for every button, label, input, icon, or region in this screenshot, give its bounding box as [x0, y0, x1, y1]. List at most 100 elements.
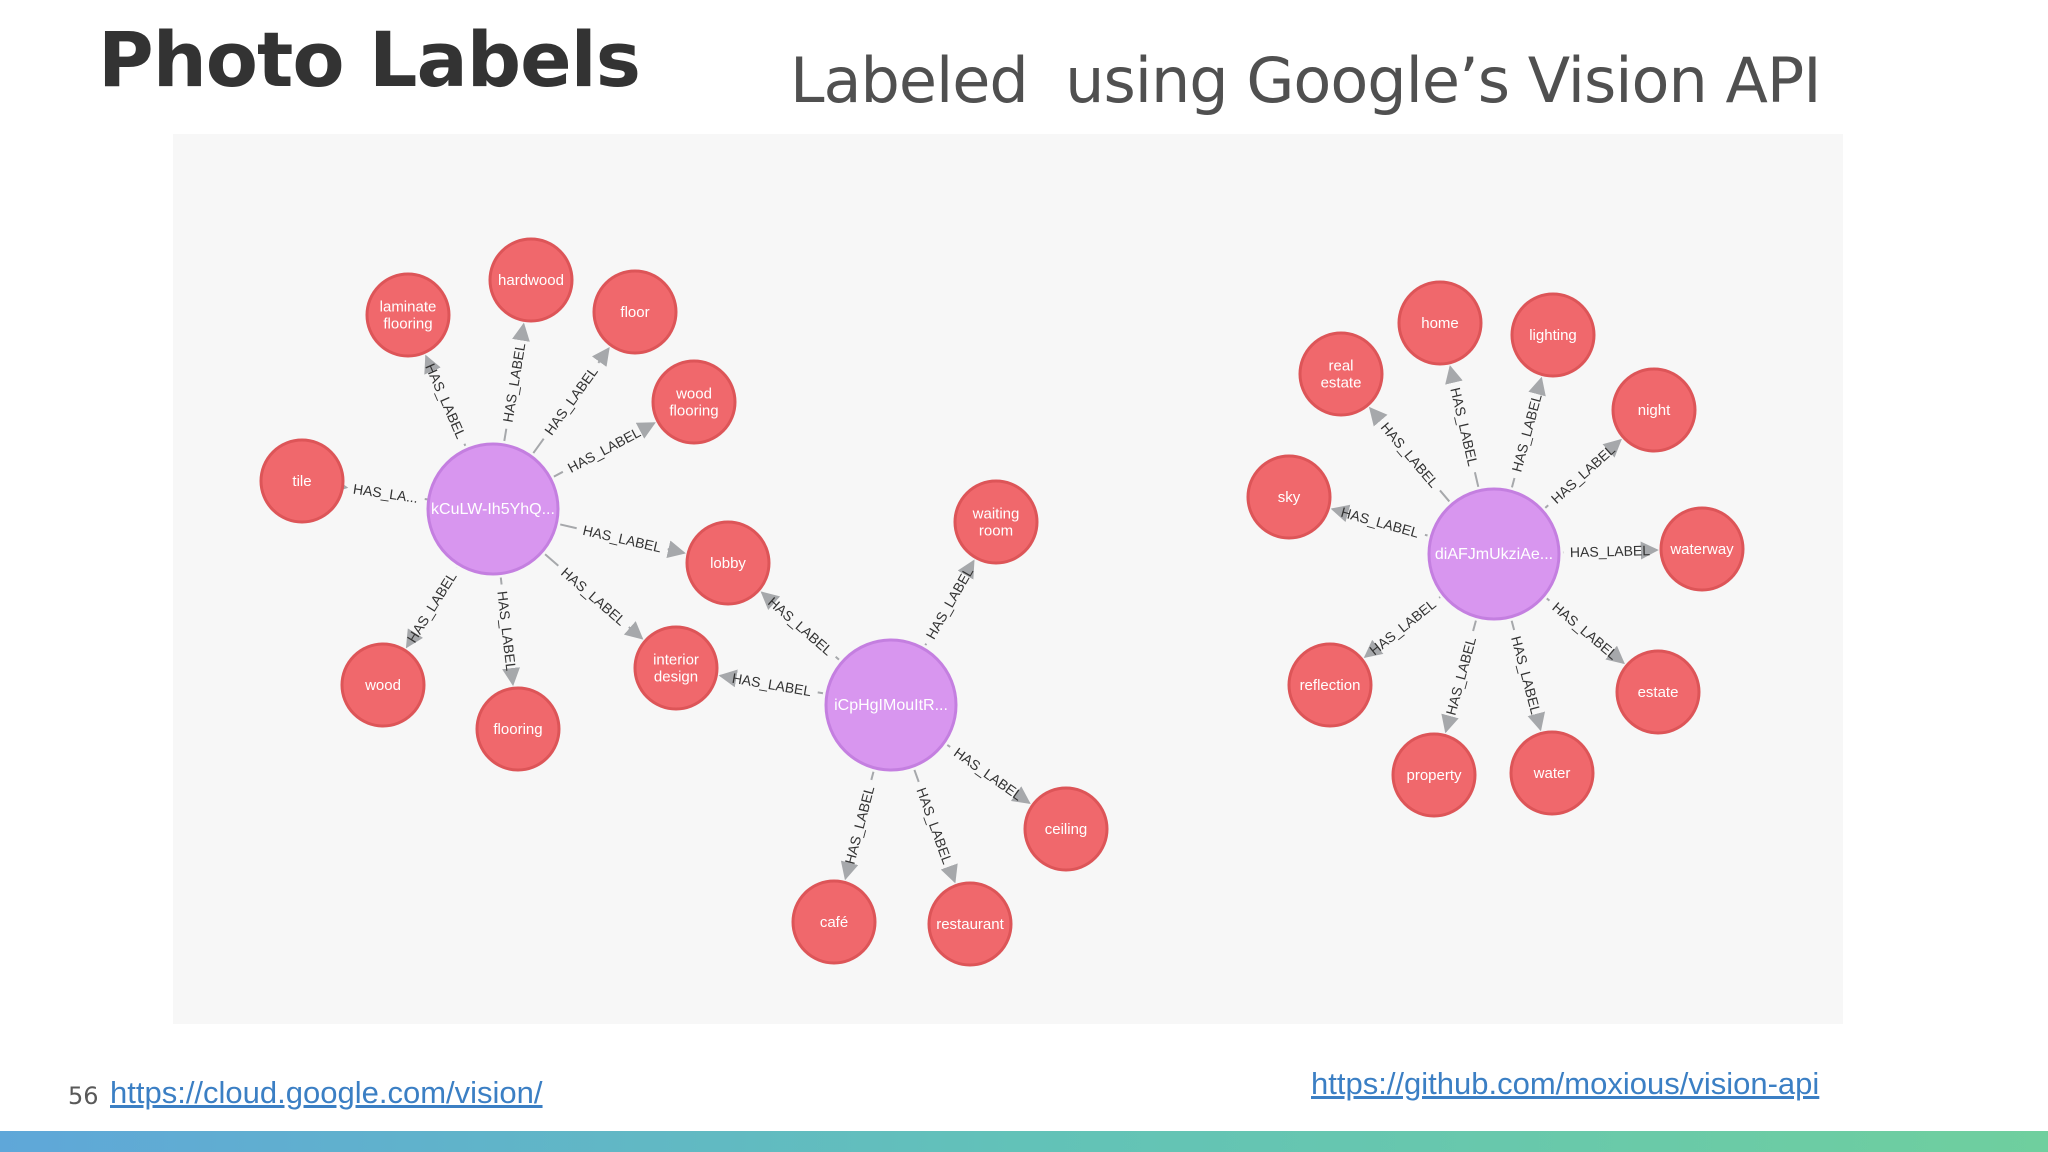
edge-line	[1473, 472, 1480, 488]
label-node-circle	[1287, 642, 1373, 728]
edge-p3-9[interactable]: HAS_LABEL	[1330, 504, 1428, 541]
edge-arrow	[635, 422, 656, 439]
edge-p1-7[interactable]: HAS_LABEL	[404, 566, 460, 649]
edge-p3-7[interactable]: HAS_LABEL	[1441, 620, 1479, 734]
edge-arrow	[512, 322, 530, 342]
label-node-text: estate	[1638, 684, 1679, 701]
edge-p1-6[interactable]: HAS_LABEL	[494, 577, 521, 687]
edge-shared-1[interactable]: HAS_LABEL	[718, 669, 824, 699]
edge-arrow	[623, 621, 644, 640]
label-node[interactable]: sky	[1246, 454, 1332, 540]
edge-label: HAS_LABEL	[951, 744, 1026, 804]
photo-node-circle	[426, 442, 560, 576]
label-node-circle	[1397, 280, 1483, 366]
edge-label: HAS_LABEL	[842, 784, 878, 866]
edge-p3-8[interactable]: HAS_LABEL	[1363, 596, 1441, 659]
label-node-text: waterway	[1669, 541, 1734, 558]
photo-node[interactable]: iCpHgIMouItR...	[824, 638, 958, 772]
edge-p1-8[interactable]: HAS_LA...	[329, 476, 432, 506]
label-node-circle	[1391, 732, 1477, 818]
page-number: 56	[68, 1082, 99, 1110]
edge-p1-2[interactable]: HAS_LABEL	[532, 347, 610, 454]
label-node-circle	[651, 359, 737, 445]
edge-line	[924, 643, 928, 646]
label-node-circle	[1615, 649, 1701, 735]
label-node[interactable]: lobby	[685, 520, 771, 606]
edge-p3-6[interactable]: HAS_LABEL	[1508, 620, 1546, 732]
edge-arrow	[424, 354, 441, 375]
edge-line	[463, 443, 467, 447]
label-node[interactable]: estate	[1615, 649, 1701, 735]
label-node[interactable]: flooring	[475, 686, 561, 772]
edge-p3-0[interactable]: HAS_LABEL	[1368, 406, 1451, 503]
label-node-circle	[633, 625, 719, 711]
edge-arrow	[1330, 504, 1351, 523]
github-vision-api-link[interactable]: https://github.com/moxious/vision-api	[1311, 1066, 1820, 1101]
cloud-vision-link[interactable]: https://cloud.google.com/vision/	[110, 1075, 543, 1110]
label-node-text: flooring	[493, 721, 542, 738]
edge-line	[553, 470, 564, 478]
edge-p1-3[interactable]: HAS_LABEL	[553, 422, 656, 478]
label-node[interactable]: property	[1391, 732, 1477, 818]
edge-p3-2[interactable]: HAS_LABEL	[1508, 376, 1546, 488]
photo-node-circle	[824, 638, 958, 772]
label-node-text: hardwood	[498, 272, 564, 289]
edge-label: HAS_LABEL	[1378, 419, 1442, 491]
edge-p2-1[interactable]: HAS_LABEL	[946, 744, 1031, 805]
label-node[interactable]: restaurant	[927, 881, 1013, 967]
edge-label: HAS_LABEL	[913, 785, 955, 866]
edge-p1-1[interactable]: HAS_LABEL	[500, 322, 530, 442]
edge-line	[1439, 489, 1451, 503]
label-node[interactable]: ceiling	[1023, 786, 1109, 872]
edge-line	[835, 656, 840, 661]
label-node[interactable]: night	[1611, 367, 1697, 453]
label-node[interactable]: home	[1397, 280, 1483, 366]
edge-label: HAS_LABEL	[1508, 634, 1544, 716]
edge-shared-0[interactable]: HAS_LABEL	[760, 591, 840, 661]
label-node-text: lighting	[1529, 327, 1577, 344]
label-node[interactable]: lighting	[1510, 292, 1596, 378]
label-node[interactable]: tile	[259, 438, 345, 524]
label-node-circle	[791, 879, 877, 965]
slide-subtitle: Labeled using Google’s Vision API	[790, 44, 1822, 117]
label-node[interactable]: café	[791, 879, 877, 965]
edge-label: HAS_LABEL	[923, 564, 977, 642]
edge-label: HAS_LABEL	[1443, 635, 1479, 717]
edge-label: HAS_LABEL	[731, 670, 813, 699]
photo-node[interactable]: kCuLW-Ih5YhQ...	[426, 442, 560, 576]
label-node[interactable]: water	[1509, 730, 1595, 816]
edge-arrow	[718, 669, 738, 688]
edge-p3-4[interactable]: HAS_LABEL	[1562, 541, 1659, 560]
edge-p1-4[interactable]: HAS_LABEL	[560, 522, 686, 559]
label-node[interactable]: floor	[592, 269, 678, 355]
edge-p1-0[interactable]: HAS_LABEL	[422, 354, 469, 447]
edge-p1-5[interactable]: HAS_LABEL	[544, 553, 644, 640]
label-node[interactable]: waterway	[1659, 506, 1745, 592]
edge-label: HAS_LABEL	[422, 361, 469, 441]
edge-label: HAS_LABEL	[765, 594, 836, 659]
edge-arrow	[1010, 786, 1031, 805]
edge-p3-3[interactable]: HAS_LABEL	[1544, 438, 1622, 509]
edge-p2-3[interactable]: HAS_LABEL	[840, 771, 878, 881]
label-node-circle	[1246, 454, 1332, 540]
label-node[interactable]: hardwood	[488, 237, 574, 323]
edge-arrow	[1445, 365, 1463, 385]
edge-p2-0[interactable]: HAS_LABEL	[923, 559, 977, 646]
label-node[interactable]: reflection	[1287, 642, 1373, 728]
edge-p2-2[interactable]: HAS_LABEL	[913, 769, 958, 884]
edge-label: HAS_LABEL	[1339, 504, 1421, 541]
edge-line	[1510, 620, 1516, 631]
edge-arrow	[1528, 376, 1546, 397]
edge-p3-5[interactable]: HAS_LABEL	[1546, 597, 1625, 665]
edge-p3-1[interactable]: HAS_LABEL	[1445, 365, 1481, 488]
label-node[interactable]: wood	[340, 642, 426, 728]
photo-node[interactable]: diAFJmUkziAe...	[1427, 487, 1561, 621]
